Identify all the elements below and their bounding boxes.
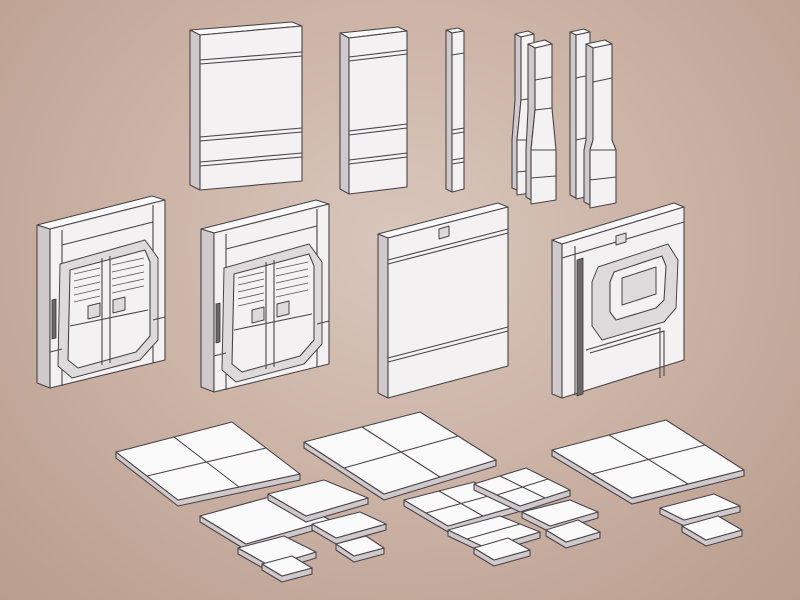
left-louvre-vent (237, 271, 265, 307)
narrow-wall-panel (339, 26, 408, 195)
wall-with-hatch-and-pipe (551, 202, 685, 399)
wide-wall-panel (189, 21, 303, 191)
right-louvre-vent (275, 261, 309, 298)
tapered-pillar-pair-b (569, 28, 617, 209)
tile-set-b (303, 411, 497, 501)
tile-set-a (115, 421, 387, 583)
double-door-frame-a (36, 195, 166, 389)
thin-pillar (445, 27, 465, 193)
double-door-frame-b (200, 199, 330, 393)
tile-set-d (551, 419, 745, 547)
left-louvre-vent (73, 267, 101, 303)
tile-set-c (403, 467, 601, 567)
right-louvre-vent (111, 257, 145, 294)
plain-wall-with-vent (377, 202, 509, 399)
tapered-pillar-pair-a (511, 30, 557, 205)
